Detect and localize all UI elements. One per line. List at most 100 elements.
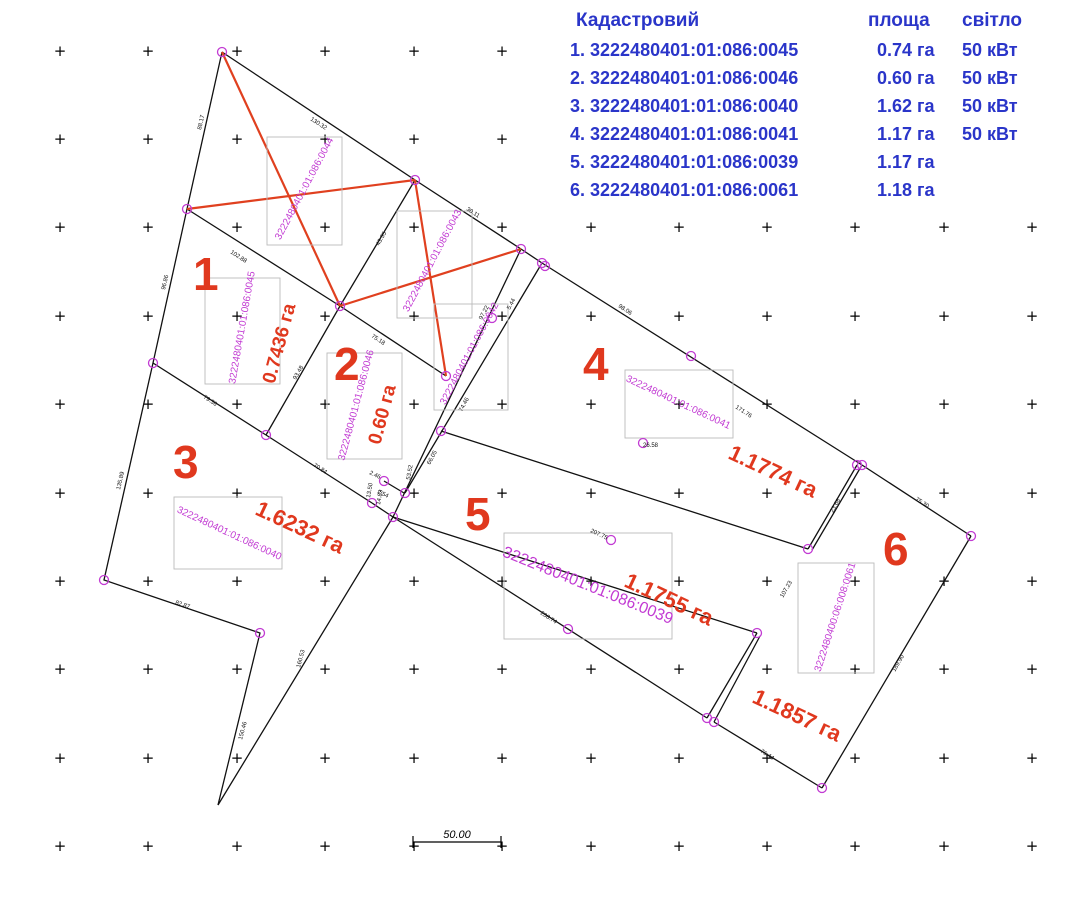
grid-cross: + (54, 484, 67, 502)
outline-west (103, 51, 261, 806)
grid-cross: + (938, 484, 951, 502)
vertex-marker (399, 487, 411, 499)
vertex-marker (802, 543, 814, 555)
grid-cross: + (673, 484, 686, 502)
line-4-south (440, 430, 809, 550)
grid-cross: + (496, 749, 509, 767)
vertex-marker (435, 425, 447, 437)
grid-cross: + (761, 572, 774, 590)
grid-cross: + (54, 395, 67, 413)
dimension-label: 2.54 (376, 489, 390, 500)
grid-cross: + (761, 837, 774, 855)
cadastral-label-0042: 3222480401:01:086:0042 (438, 301, 501, 407)
legend-row-area: 0.60 га (877, 68, 935, 88)
legend-row: 5. 3222480401:01:086:0039 1.17 га (570, 150, 1070, 178)
grid-cross: + (54, 307, 67, 325)
grid-cross: + (319, 218, 332, 236)
line-6-west-d (713, 635, 761, 723)
legend-row: 6. 3222480401:01:086:0061 1.18 га (570, 178, 1070, 206)
vertex-marker (685, 350, 697, 362)
grid-cross: + (761, 749, 774, 767)
grid-cross: + (319, 130, 332, 148)
grid-cross: + (142, 484, 155, 502)
grid-cross: + (408, 218, 421, 236)
dimension-label: 171.76 (734, 405, 753, 420)
grid-cross: + (1026, 395, 1039, 413)
grid-cross: + (319, 660, 332, 678)
grid-cross: + (673, 572, 686, 590)
line-2-3 (265, 434, 373, 504)
dimension-label: 5.44 (506, 297, 517, 311)
parcel-area-6: 1.1857 га (749, 684, 846, 747)
grid-cross: + (319, 42, 332, 60)
vertex-marker (536, 257, 548, 269)
coordinate-grid: + + + + + + + + + + + + + + + + + + + + + + + + + + + + + + + + + + + + + + + +… (54, 42, 1039, 855)
cadastral-label-parcel-4: 3222480401:01:086:0041 (624, 374, 732, 432)
legend-row: 1. 3222480401:01:086:0045 0.74 га 50 кВт (570, 38, 1070, 66)
dimension-label: 150.46 (238, 721, 249, 741)
grid-cross: + (849, 837, 862, 855)
grid-cross: + (761, 660, 774, 678)
boundary-vertices (98, 46, 977, 794)
line-6-west-b (811, 464, 863, 551)
grid-cross: + (761, 484, 774, 502)
line-1-2 (339, 305, 447, 377)
grid-cross: + (54, 218, 67, 236)
parcel-boundaries (103, 51, 972, 806)
dimension-label: 160.53 (296, 649, 307, 669)
grid-cross: + (231, 572, 244, 590)
vertex-marker (856, 459, 868, 471)
vertex-marker (440, 370, 452, 382)
grid-cross: + (408, 130, 421, 148)
line-6-west-c (706, 632, 758, 719)
legend-row-id: 6. 3222480401:01:086:0061 (570, 180, 799, 200)
line-1-top (186, 208, 341, 307)
parcel-area-4: 1.1774 га (725, 440, 822, 503)
grid-cross: + (585, 660, 598, 678)
grid-cross: + (142, 660, 155, 678)
dimension-label: 189.90 (892, 654, 907, 673)
parcel-number-6: 6 (883, 523, 909, 575)
grid-cross: + (849, 218, 862, 236)
grid-cross: + (319, 837, 332, 855)
line-e (217, 516, 394, 806)
grid-cross: + (938, 307, 951, 325)
grid-cross: + (408, 484, 421, 502)
grid-cross: + (761, 395, 774, 413)
grid-cross: + (938, 837, 951, 855)
grid-cross: + (938, 749, 951, 767)
grid-cross: + (54, 572, 67, 590)
scale-bar: 50.00 (412, 829, 502, 848)
line-5-bottom (392, 516, 708, 719)
grid-cross: + (849, 660, 862, 678)
parcel-number-4: 4 (583, 338, 609, 390)
dimension-label: 70.84 (312, 463, 328, 477)
grid-cross: + (54, 749, 67, 767)
grid-cross: + (54, 660, 67, 678)
legend-row-id: 4. 3222480401:01:086:0041 (570, 124, 799, 144)
grid-cross: + (319, 307, 332, 325)
dimension-label: 43.35 (376, 230, 389, 247)
vertex-marker (366, 497, 378, 509)
dimension-label: 88.17 (197, 114, 206, 131)
scale-bar-label: 50.00 (443, 829, 471, 841)
dimension-label: 2.46 (368, 470, 382, 481)
line-b (339, 179, 416, 307)
grid-cross: + (585, 218, 598, 236)
cadastral-label-parcel-1: 3222480401:01:086:0045 (227, 270, 258, 385)
grid-cross: + (496, 660, 509, 678)
grid-cross: + (673, 307, 686, 325)
dimension-label: 135.89 (116, 471, 126, 491)
grid-cross: + (496, 837, 509, 855)
grid-cross: + (585, 395, 598, 413)
grid-cross: + (231, 837, 244, 855)
dimension-label: 82.87 (174, 600, 191, 611)
legend-header: Кадастровий площа світло (570, 8, 1070, 38)
dimension-label: 26.58 (643, 443, 659, 449)
grid-cross: + (231, 218, 244, 236)
dimension-label: 96.86 (161, 274, 170, 291)
grid-cross: + (408, 572, 421, 590)
line-f (520, 248, 543, 264)
parcel-number-2: 2 (334, 338, 360, 390)
dimension-label: 207.75 (589, 528, 609, 541)
